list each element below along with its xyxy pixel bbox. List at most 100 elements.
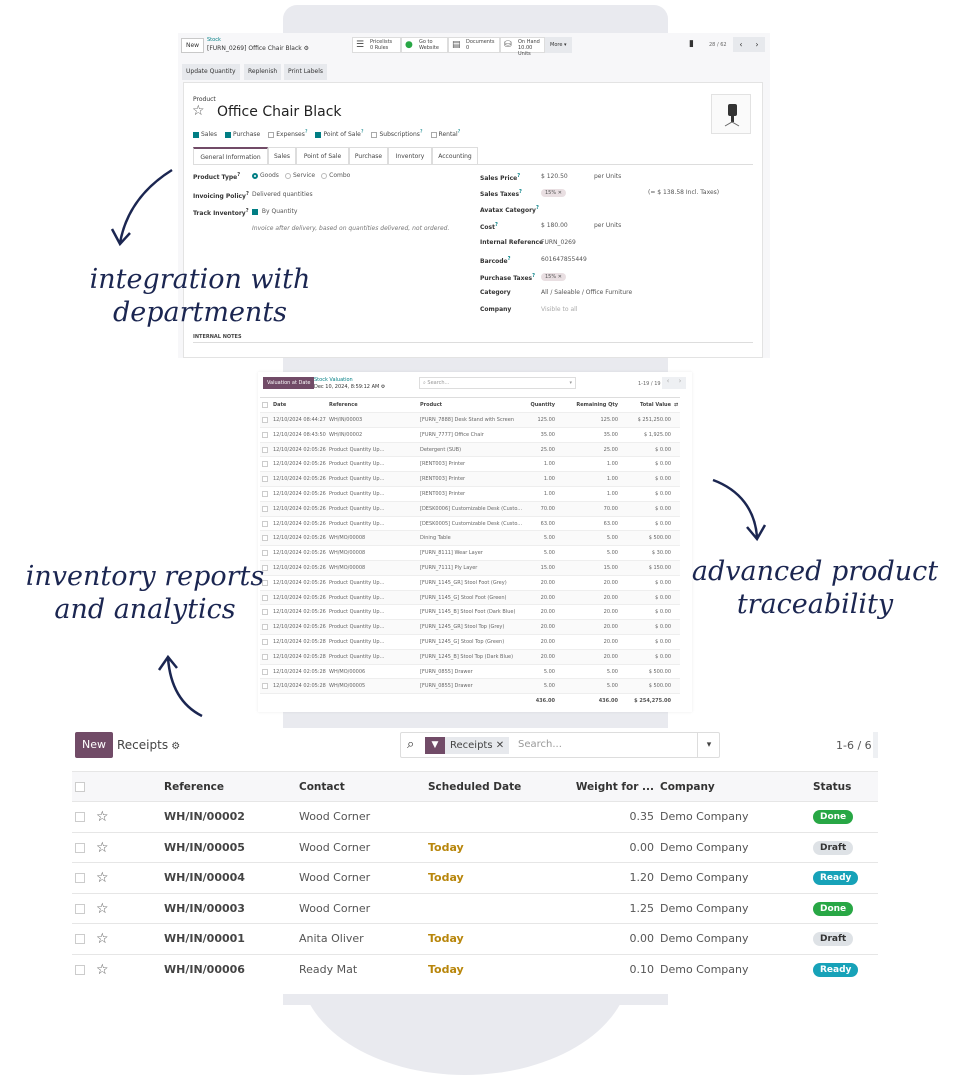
- row-checkbox[interactable]: [262, 520, 268, 527]
- row-checkbox[interactable]: [262, 505, 268, 512]
- row-checkbox[interactable]: [262, 417, 268, 423]
- column-header[interactable]: Contact: [299, 781, 345, 793]
- row-checkbox[interactable]: [262, 653, 268, 660]
- row-checkbox[interactable]: [75, 873, 85, 883]
- row-checkbox[interactable]: [262, 609, 268, 616]
- checkbox[interactable]: [224, 131, 231, 138]
- gear-icon[interactable]: ⚙: [303, 45, 310, 52]
- star-icon[interactable]: ☆: [96, 809, 109, 825]
- tab-point-of-sale[interactable]: Point of Sale: [296, 147, 349, 164]
- row-checkbox[interactable]: [75, 903, 85, 914]
- row-checkbox[interactable]: [262, 565, 268, 571]
- prev-icon[interactable]: ‹: [666, 377, 670, 385]
- replenish-button[interactable]: Replenish: [244, 64, 282, 80]
- star-icon[interactable]: ☆: [96, 839, 109, 856]
- next-icon[interactable]: ›: [755, 40, 759, 49]
- tab-sales[interactable]: Sales: [268, 147, 296, 164]
- star-icon[interactable]: ☆: [96, 900, 109, 917]
- sales-price-value[interactable]: $ 120.50: [541, 173, 568, 180]
- select-all-checkbox[interactable]: [75, 782, 85, 792]
- checkbox[interactable]: [315, 131, 322, 138]
- row-checkbox[interactable]: [262, 491, 268, 497]
- invoicing-policy-value[interactable]: Delivered quantities: [252, 191, 313, 198]
- print-labels-button[interactable]: Print Labels: [284, 64, 328, 80]
- column-header[interactable]: Scheduled Date: [428, 781, 522, 793]
- radio-goods[interactable]: Goods: [252, 172, 279, 179]
- prev-icon[interactable]: ‹: [739, 40, 743, 49]
- checkbox[interactable]: [371, 131, 378, 138]
- column-header[interactable]: Remaining Qty: [576, 402, 618, 408]
- cost-value[interactable]: $ 180.00: [541, 222, 568, 229]
- valuation-search-input[interactable]: ⌕ Search...▾: [419, 377, 576, 389]
- flag-rental[interactable]: Rental?: [430, 129, 460, 138]
- row-checkbox[interactable]: [262, 446, 268, 453]
- column-header[interactable]: Product: [420, 402, 443, 408]
- category-value[interactable]: All / Saleable / Office Furniture: [541, 289, 633, 296]
- row-checkbox[interactable]: [262, 594, 268, 601]
- tab-general-information[interactable]: General Information: [193, 147, 268, 164]
- column-header[interactable]: Total Value: [639, 402, 671, 408]
- row-checkbox[interactable]: [262, 535, 268, 542]
- column-settings-icon[interactable]: ⇄: [674, 402, 679, 408]
- track-inventory-checkbox[interactable]: [252, 208, 258, 215]
- purchase-taxes-tag[interactable]: 15% ✕: [541, 273, 566, 281]
- bookmark-icon[interactable]: ▮: [689, 39, 694, 49]
- update-quantity-button[interactable]: Update Quantity: [182, 64, 240, 80]
- checkbox[interactable]: [193, 131, 199, 138]
- row-checkbox[interactable]: [262, 476, 268, 483]
- row-checkbox[interactable]: [262, 431, 268, 438]
- new-button[interactable]: New: [181, 38, 205, 53]
- row-checkbox[interactable]: [262, 579, 268, 586]
- dropdown-toggle-icon[interactable]: ▾: [569, 380, 572, 386]
- checkbox[interactable]: [430, 131, 437, 138]
- star-icon[interactable]: ☆: [96, 961, 109, 978]
- internal-reference-value[interactable]: FURN_0269: [541, 239, 576, 246]
- product-image[interactable]: [711, 94, 751, 134]
- row-checkbox[interactable]: [262, 624, 268, 631]
- barcode-value[interactable]: 601647855449: [541, 256, 587, 263]
- product-name[interactable]: Office Chair Black: [217, 104, 342, 120]
- column-header[interactable]: Date: [273, 402, 287, 408]
- search-options-toggle[interactable]: ▾: [697, 733, 720, 757]
- star-icon[interactable]: ☆: [96, 870, 109, 886]
- breadcrumb-parent[interactable]: Stock: [207, 37, 221, 43]
- column-header[interactable]: Company: [660, 781, 715, 793]
- star-icon[interactable]: ☆: [192, 103, 205, 119]
- row-checkbox[interactable]: [75, 964, 85, 975]
- more-button[interactable]: More ▾: [545, 37, 572, 53]
- valuation-at-date-button[interactable]: Valuation at Date: [263, 377, 315, 389]
- row-checkbox[interactable]: [262, 683, 268, 690]
- gear-icon[interactable]: ⚙: [380, 384, 386, 390]
- column-header[interactable]: Status: [813, 781, 852, 793]
- row-checkbox[interactable]: [75, 812, 85, 822]
- valuation-breadcrumb[interactable]: Stock Valuation: [314, 377, 353, 383]
- sales-taxes-tag[interactable]: 15% ✕: [541, 189, 566, 197]
- column-header[interactable]: Quantity: [530, 402, 556, 408]
- gear-icon[interactable]: ⚙: [168, 741, 181, 752]
- checkbox[interactable]: [268, 131, 275, 138]
- radio-combo[interactable]: Combo: [321, 172, 350, 179]
- flag-purchase[interactable]: Purchase: [224, 131, 260, 138]
